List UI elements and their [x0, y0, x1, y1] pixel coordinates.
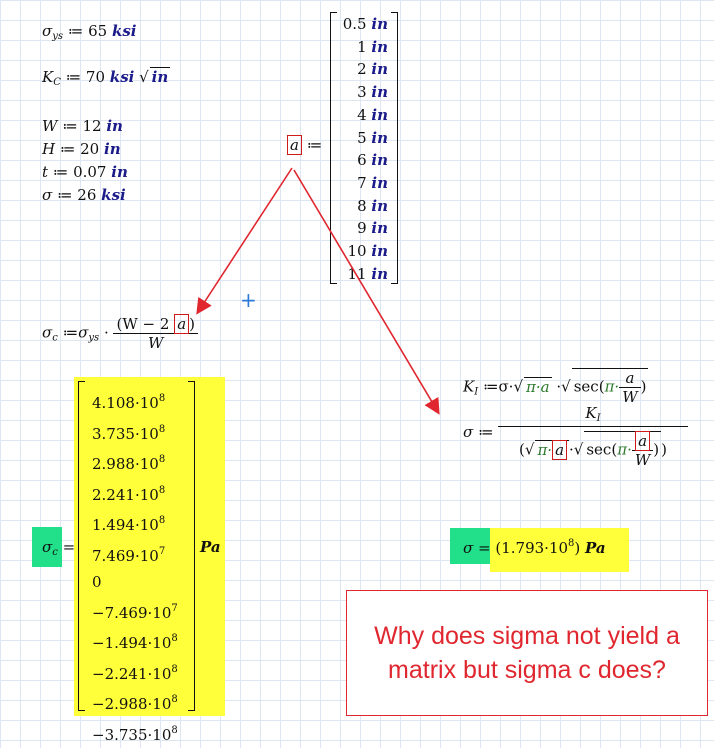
sqrt-pi-a: π·a — [535, 440, 569, 459]
arrow-to-sigma — [294, 170, 438, 412]
fraction: (W − 2 a) W — [113, 315, 198, 352]
num-left: (W − 2 — [116, 315, 169, 333]
exponent: 8 — [568, 538, 574, 549]
cell-mantissa: 1.494 — [92, 516, 135, 534]
cell-exponent: 8 — [159, 515, 165, 526]
a: a — [541, 378, 550, 396]
pi: π — [617, 441, 627, 459]
a-highlighted: a — [174, 314, 189, 334]
sigma-c-cell: −2.241·108 — [92, 657, 183, 688]
pi: π — [537, 441, 547, 459]
cell-exponent: 8 — [159, 485, 165, 496]
sigma-c-cell: 2.988·108 — [92, 447, 183, 478]
cell-exponent: 8 — [171, 664, 177, 675]
sigma-numerator: KI — [498, 404, 688, 427]
sqrt-pi-a: π·a — [524, 377, 552, 396]
question-annotation-box: Why does sigma not yield a matrix but si… — [346, 590, 708, 716]
sigma-definition[interactable]: σ ≔ — [463, 423, 494, 441]
cell-mantissa: −7.469 — [92, 604, 148, 622]
cell-mantissa: −1.494 — [92, 634, 148, 652]
crosshair-cursor-icon: + — [240, 288, 257, 312]
sigma-c-definition[interactable]: σc ≔σys · (W − 2 a) W — [42, 315, 198, 352]
sigma-c-cell: 4.108·108 — [92, 386, 183, 417]
cell-mantissa: −3.735 — [92, 726, 148, 744]
matrix-left-bracket — [78, 381, 85, 711]
cell-mantissa: 0 — [92, 573, 102, 591]
cell-exponent: 8 — [171, 633, 177, 644]
cell-exponent: 8 — [159, 424, 165, 435]
lhs-subscript: c — [52, 333, 58, 344]
cell-mantissa: 2.241 — [92, 486, 135, 504]
question-text: Why does sigma not yield a matrix but si… — [353, 619, 701, 687]
sigma-c-cell: 0 — [92, 569, 183, 596]
cell-mantissa: 4.108 — [92, 394, 135, 412]
sigma-result[interactable]: σ = (1.793·108) Pa — [463, 538, 606, 557]
cell-exponent: 8 — [159, 393, 165, 404]
cell-mantissa: 2.988 — [92, 455, 135, 473]
mantissa: 1.793 — [501, 539, 544, 557]
lhs-subscript: c — [52, 547, 58, 558]
cell-mantissa: −2.241 — [92, 665, 148, 683]
lhs-symbol: K — [463, 378, 474, 396]
cell-exponent: 8 — [159, 454, 165, 465]
sigma-c-cell: −1.494·108 — [92, 626, 183, 657]
pi: π — [605, 378, 615, 396]
sec: sec — [586, 441, 611, 459]
lhs-symbol: σ — [463, 423, 473, 441]
sigma-c-cell: 2.241·108 — [92, 478, 183, 509]
matrix-right-bracket — [188, 381, 195, 711]
cell-exponent: 7 — [171, 603, 177, 614]
cell-exponent: 8 — [171, 694, 177, 705]
sigma-c-cell: −2.988·108 — [92, 687, 183, 718]
rhs-symbol: σ — [78, 324, 88, 342]
denominator: W — [113, 334, 198, 352]
sigma-c-unit: Pa — [200, 538, 221, 556]
numerator: (W − 2 a) — [113, 315, 198, 334]
denominator: W — [632, 451, 653, 469]
sigma-c-result-label[interactable]: σc = — [42, 538, 75, 558]
lhs-symbol: σ — [42, 538, 52, 556]
num-subscript: I — [597, 413, 601, 424]
cell-exponent: 8 — [171, 725, 177, 736]
num-symbol: K — [585, 404, 596, 422]
unit: Pa — [585, 539, 606, 557]
cell-mantissa: 7.469 — [92, 547, 135, 565]
cell-mantissa: 3.735 — [92, 425, 135, 443]
sigma-c-cell: 7.469·107 — [92, 539, 183, 570]
sigma-c-cell: −7.469·107 — [92, 596, 183, 627]
rhs-subscript: ys — [88, 333, 99, 344]
a-highlighted: a — [635, 431, 650, 451]
sigma-c-cell: 3.735·108 — [92, 417, 183, 448]
lhs-symbol: σ — [42, 324, 52, 342]
lhs-subscript: I — [474, 387, 478, 398]
a-highlighted: a — [552, 440, 567, 460]
num-right: ) — [189, 315, 195, 333]
sec: sec — [574, 378, 599, 396]
sigma-c-cell: 1.494·108 — [92, 508, 183, 539]
cell-mantissa: −2.988 — [92, 695, 148, 713]
cell-exponent: 7 — [159, 546, 165, 557]
pi: π — [526, 378, 536, 396]
numerator: a — [619, 369, 640, 388]
lhs-symbol: σ — [463, 539, 473, 557]
